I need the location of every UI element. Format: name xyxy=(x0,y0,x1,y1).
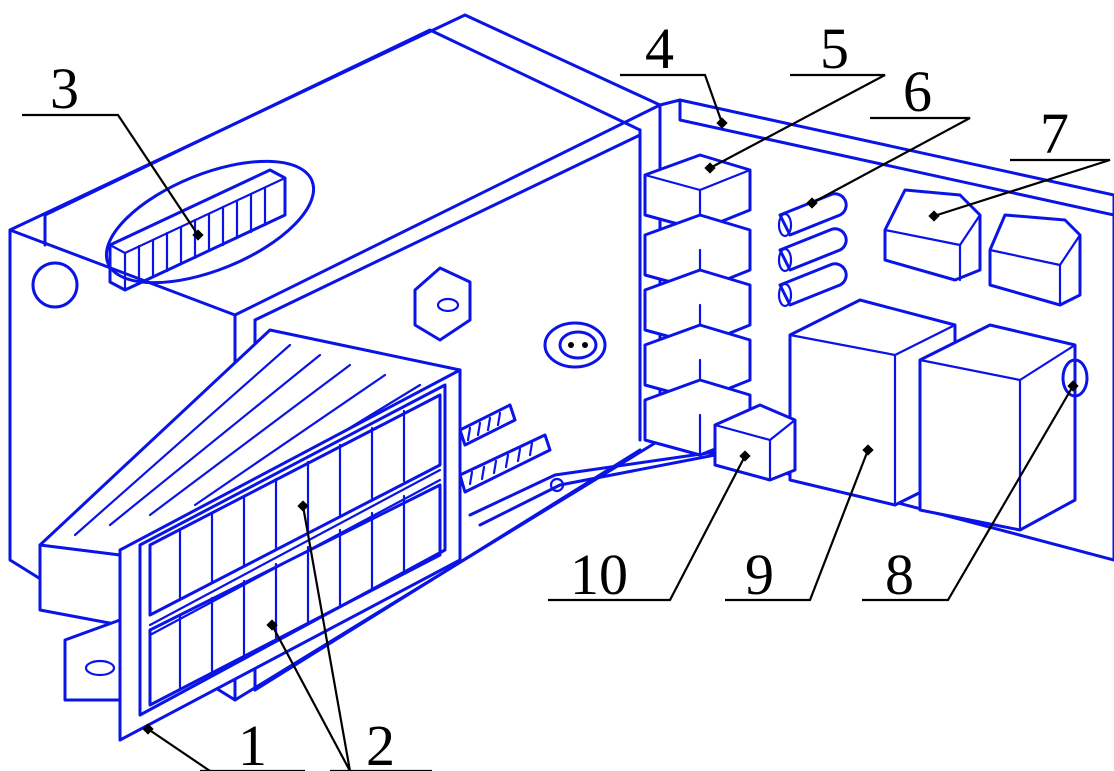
front-panel xyxy=(38,328,462,742)
callout-label-6: 6 xyxy=(903,59,932,124)
circuit-board xyxy=(643,98,1114,562)
callout-label-10: 10 xyxy=(570,542,628,607)
callout-label-8: 8 xyxy=(885,542,914,607)
mounting-hole xyxy=(31,261,79,309)
top-connector xyxy=(104,159,316,292)
callout-label-7: 7 xyxy=(1040,101,1069,166)
callout-label-9: 9 xyxy=(745,542,774,607)
callout-label-5: 5 xyxy=(820,16,849,81)
inner-components xyxy=(413,266,717,527)
callout-markers xyxy=(142,117,1079,735)
leader-lines xyxy=(22,73,1111,771)
callout-labels: 3 4 5 6 7 10 9 8 1 2 xyxy=(50,16,1069,771)
callout-label-1: 1 xyxy=(238,713,267,771)
callout-label-3: 3 xyxy=(50,56,79,121)
callout-label-4: 4 xyxy=(645,16,674,81)
callout-label-2: 2 xyxy=(366,713,395,771)
